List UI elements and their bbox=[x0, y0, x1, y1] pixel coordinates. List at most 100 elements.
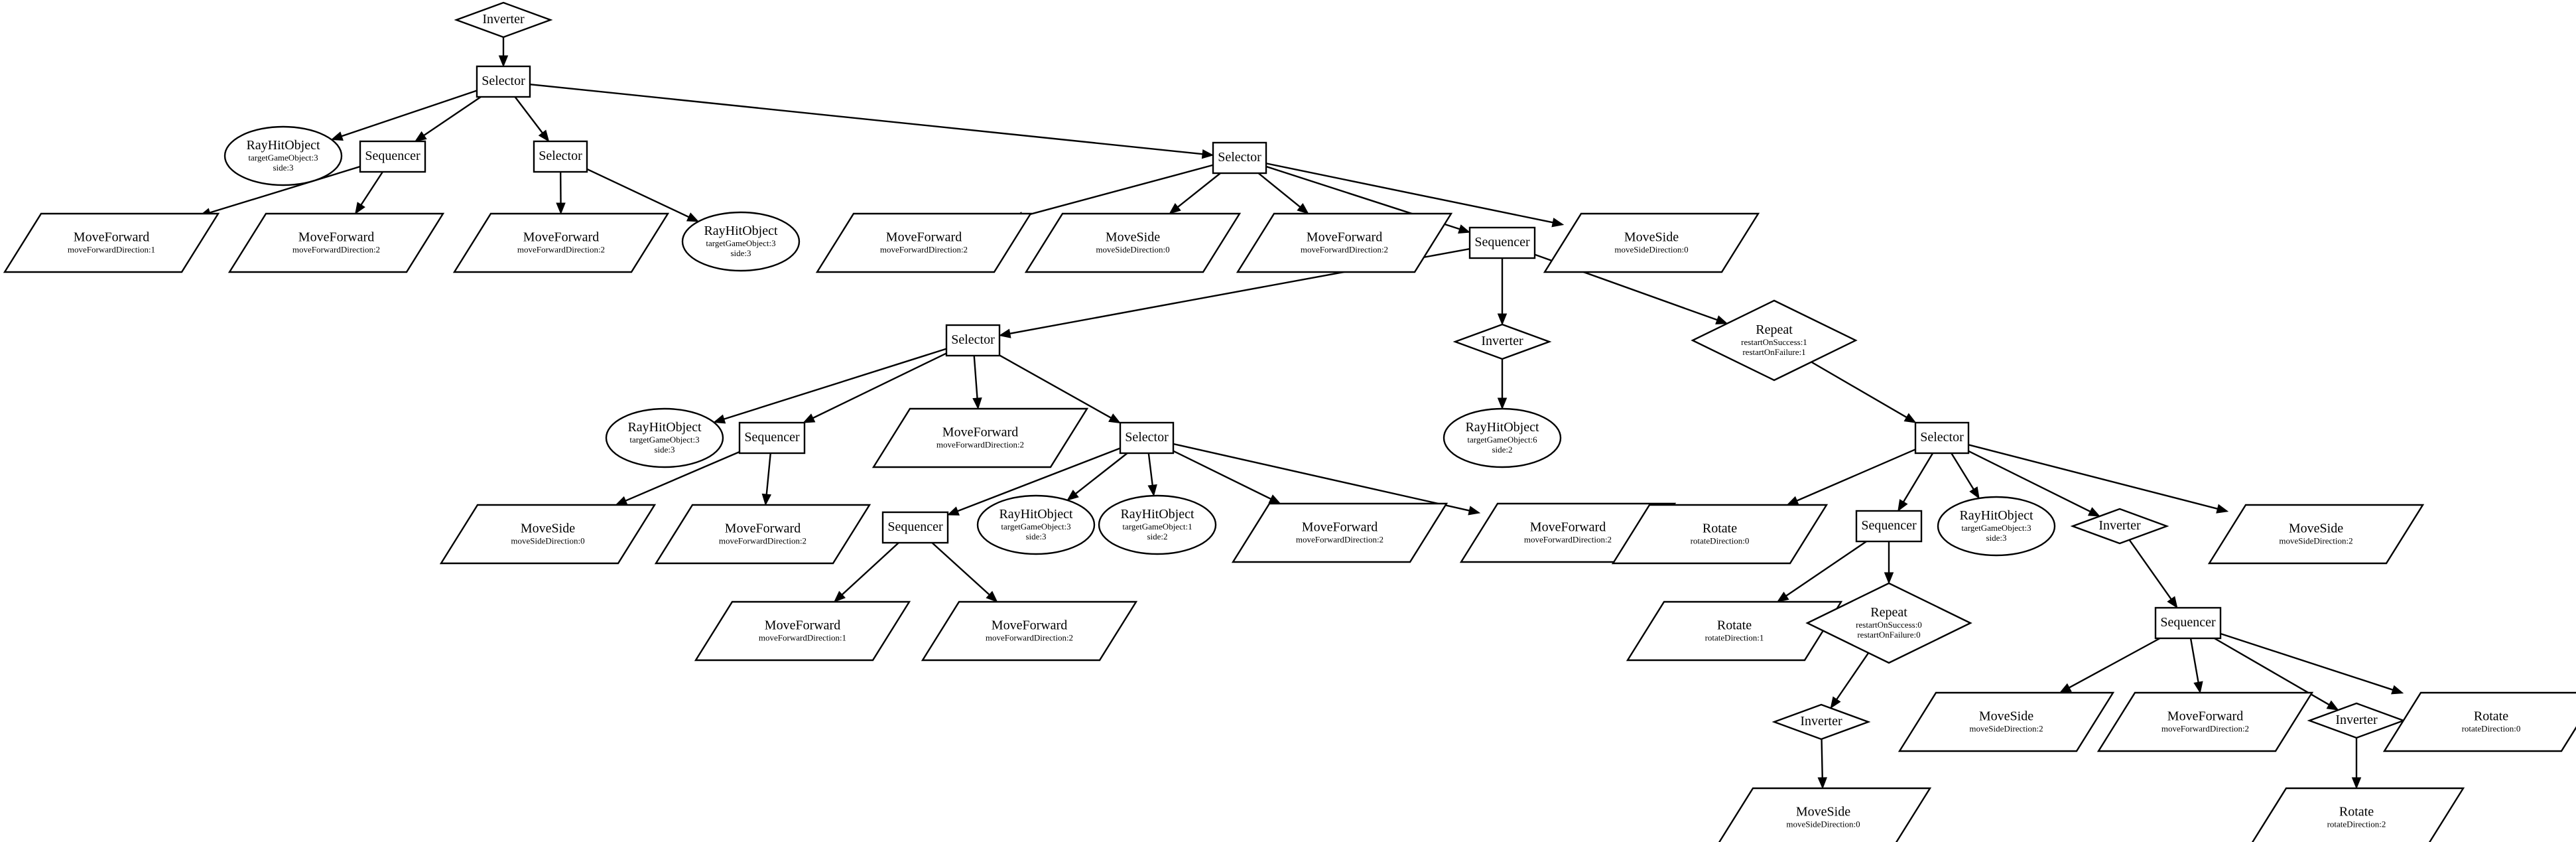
edge-line bbox=[1785, 541, 1867, 597]
edge-line bbox=[1796, 449, 1916, 502]
arrowhead bbox=[414, 131, 427, 142]
node-param: targetGameObject:3 bbox=[629, 435, 699, 445]
node-param: moveForwardDirection:1 bbox=[759, 633, 846, 643]
edge-n22-n31 bbox=[1173, 443, 1481, 516]
edge-line bbox=[2189, 638, 2199, 683]
arrowhead bbox=[2351, 777, 2362, 790]
edge-n14-n17 bbox=[1497, 258, 1508, 326]
edge-line bbox=[1173, 450, 1271, 500]
edge-n4-n8 bbox=[355, 171, 383, 215]
node-label: MoveSide bbox=[1796, 805, 1850, 819]
node-label: MoveForward bbox=[725, 522, 801, 536]
edge-n1-n2 bbox=[498, 37, 509, 68]
edge-n2-n6 bbox=[529, 83, 1214, 159]
node-label: Inverter bbox=[2335, 713, 2378, 727]
node-shape bbox=[815, 212, 1033, 273]
node-param: restartOnFailure:0 bbox=[1857, 630, 1920, 640]
edge-n41-n44 bbox=[2189, 638, 2203, 694]
edge-line bbox=[1811, 361, 1907, 418]
arrowhead bbox=[2326, 700, 2339, 711]
inverter-node: Inverter bbox=[454, 1, 553, 38]
node-shape bbox=[1119, 421, 1175, 455]
repeat-node: RepeatrestartOnSuccess:1restartOnFailure… bbox=[1691, 299, 1858, 382]
node-shape bbox=[871, 407, 1089, 468]
edge-line bbox=[1903, 453, 1934, 502]
node-label: RayHitObject bbox=[1120, 507, 1194, 522]
edge-n41-n46 bbox=[2220, 632, 2404, 695]
node-param: targetGameObject:1 bbox=[1122, 522, 1192, 531]
inverter-node: Inverter bbox=[1771, 703, 1871, 740]
edge-n35-n41 bbox=[2128, 539, 2178, 609]
node-shape bbox=[654, 504, 871, 565]
node-param: restartOnSuccess:1 bbox=[1741, 337, 1807, 347]
arrowhead bbox=[556, 202, 566, 215]
node-label: Selector bbox=[1218, 150, 1261, 165]
edge-n18-n24 bbox=[1811, 361, 1917, 423]
edge-n22-n30 bbox=[1173, 450, 1281, 504]
node-param: targetGameObject:3 bbox=[1961, 523, 2031, 533]
node-param: restartOnSuccess:0 bbox=[1856, 620, 1922, 630]
arrowhead bbox=[1903, 413, 1917, 423]
node-param: rotateDirection:0 bbox=[1691, 536, 1750, 546]
edge-n22-n29 bbox=[1147, 453, 1157, 497]
node-shape bbox=[452, 212, 670, 273]
edge-line bbox=[841, 542, 899, 596]
node-label: RayHitObject bbox=[246, 138, 320, 153]
arrowhead bbox=[1169, 203, 1181, 214]
node-param: moveForwardDirection:2 bbox=[936, 440, 1024, 450]
sequencer-node: Sequencer bbox=[359, 140, 426, 173]
inverter-node: Inverter bbox=[1452, 323, 1552, 360]
node-label: MoveForward bbox=[2167, 709, 2243, 724]
edge-n33-n40 bbox=[1884, 541, 1894, 585]
arrowhead bbox=[946, 506, 960, 516]
edge-n16-n19 bbox=[713, 348, 947, 424]
node-label: MoveForward bbox=[1530, 520, 1606, 535]
node-param: side:3 bbox=[1986, 533, 2006, 543]
selector-node: Selector bbox=[1212, 141, 1267, 175]
node-shape bbox=[439, 504, 657, 565]
edge-line bbox=[1968, 444, 2218, 510]
node-param: side:2 bbox=[1492, 445, 1512, 455]
arrowhead bbox=[2391, 685, 2404, 695]
edge-n41-n43 bbox=[2059, 637, 2161, 693]
edge-n24-n35 bbox=[1968, 450, 2101, 517]
node-shape bbox=[921, 600, 1138, 662]
sequencer-node: Sequencer bbox=[1855, 510, 1923, 543]
node-param: moveForwardDirection:2 bbox=[2161, 724, 2249, 734]
arrowhead bbox=[761, 493, 772, 506]
arrowhead bbox=[538, 129, 550, 143]
node-param: moveSideDirection:2 bbox=[1969, 724, 2043, 734]
node-label: MoveSide bbox=[1624, 230, 1679, 245]
node-label: Sequencer bbox=[1861, 518, 1917, 533]
node-shape bbox=[681, 211, 801, 272]
node-label: Sequencer bbox=[744, 430, 800, 445]
node-shape bbox=[1212, 141, 1267, 175]
arrowhead bbox=[1108, 413, 1122, 424]
node-param: moveForwardDirection:2 bbox=[1524, 535, 1612, 545]
node-param: side:2 bbox=[1147, 531, 1167, 541]
arrowhead bbox=[1830, 696, 1841, 709]
edge-n22-n28 bbox=[1066, 453, 1128, 501]
node-shape bbox=[1443, 407, 1562, 468]
node-label: Rotate bbox=[1703, 522, 1737, 536]
node-label: Inverter bbox=[1800, 714, 1842, 729]
selector-node: Selector bbox=[476, 65, 531, 98]
edge-line bbox=[1257, 173, 1301, 208]
node-label: Selector bbox=[539, 149, 582, 163]
node-shape bbox=[2382, 691, 2576, 752]
edge-line bbox=[1836, 652, 1870, 700]
node-param: moveSideDirection:2 bbox=[2279, 536, 2352, 546]
edge-line bbox=[1075, 453, 1128, 494]
arrowhead bbox=[1969, 486, 1980, 500]
repeat-node: RepeatrestartOnSuccess:0restartOnFailure… bbox=[1805, 582, 1972, 664]
node-shape bbox=[1855, 510, 1923, 543]
arrowhead bbox=[833, 591, 846, 602]
node-shape bbox=[533, 140, 588, 173]
node-param: rotateDirection:1 bbox=[1705, 633, 1764, 643]
